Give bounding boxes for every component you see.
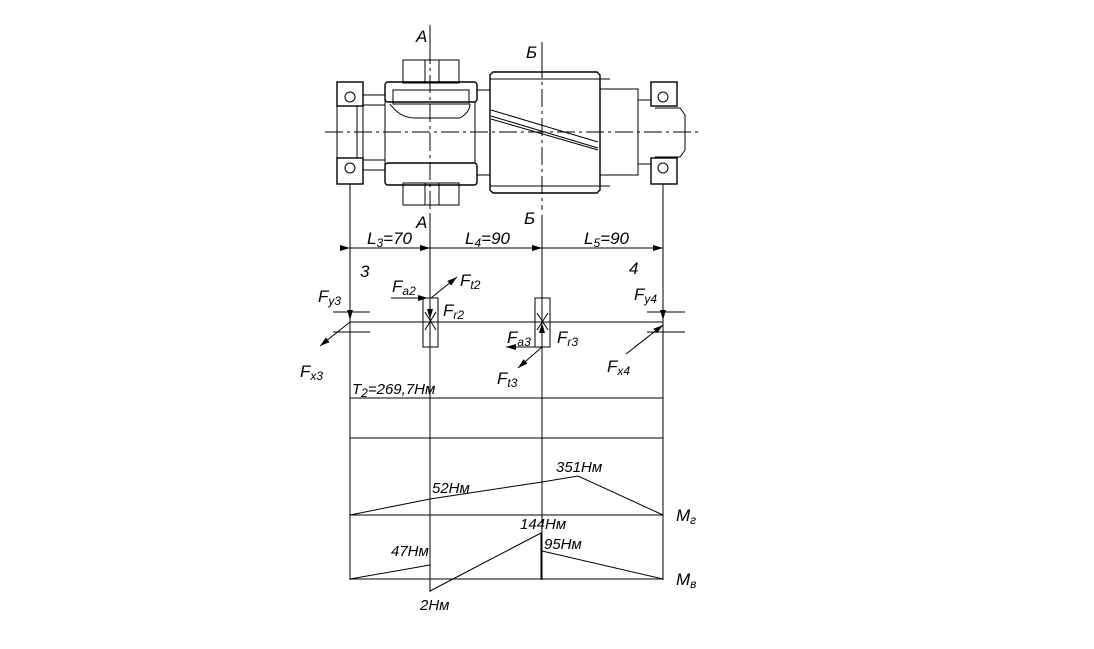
force-fy3-label: Fy3 xyxy=(318,287,341,308)
force-fx4-label: Fx4 xyxy=(607,357,630,378)
force-fr3-label: Fr3 xyxy=(557,328,578,349)
support-4-label: 4 xyxy=(629,259,638,278)
gear-wheel-section xyxy=(384,59,490,206)
mv-label: Мв xyxy=(676,570,696,591)
bending-moment-vertical: 47Нм 2Нм 144Нм 95Нм Мв xyxy=(349,516,696,614)
spacer-sleeve-top xyxy=(362,94,386,106)
right-bearing xyxy=(650,81,686,185)
mv-value-2: 2Нм xyxy=(419,597,449,614)
helical-gear xyxy=(489,71,610,194)
section-a-bottom-label: A xyxy=(415,213,427,232)
left-bearing xyxy=(336,81,364,185)
force-ft2-label: Ft2 xyxy=(460,271,481,292)
dimension-lines: L3=70 L4=90 L5=90 xyxy=(340,229,663,251)
shaft-assembly-drawing: A Б A Б xyxy=(325,25,700,232)
support-3-label: 3 xyxy=(360,262,370,281)
force-fa2-label: Fa2 xyxy=(392,277,416,298)
torque-diagram: T2=269,7Нм xyxy=(349,381,664,439)
force-fr2-label: Fr2 xyxy=(443,301,464,322)
shaft-step xyxy=(599,88,639,176)
section-a-top-label: A xyxy=(415,27,427,46)
section-b-top-label: Б xyxy=(526,43,537,62)
mv-value-47: 47Нм xyxy=(391,543,429,560)
mv-value-95: 95Нм xyxy=(544,536,582,553)
mg-value-52: 52Нм xyxy=(432,480,470,497)
torque-label: T2=269,7Нм xyxy=(352,381,435,400)
force-fy4-label: Fy4 xyxy=(634,285,657,306)
mv-value-144: 144Нм xyxy=(520,516,566,533)
force-ft3-label: Ft3 xyxy=(497,369,518,390)
key xyxy=(392,89,470,105)
dimension-l5: L5=90 xyxy=(584,229,630,250)
dimension-l4: L4=90 xyxy=(465,229,511,250)
dimension-l3: L3=70 xyxy=(367,229,413,250)
force-scheme: 3 4 Fy3 Fx3 Fa2 Ft2 Fr2 Fa3 Fr3 Ft3 Fy4 … xyxy=(300,259,685,390)
force-fa3-label: Fa3 xyxy=(507,328,531,349)
bending-moment-horizontal: 52Нм 351Нм Мг xyxy=(349,459,696,527)
spacer-sleeve-bottom xyxy=(362,159,386,171)
mg-value-351: 351Нм xyxy=(556,459,602,476)
force-fx3-label: Fx3 xyxy=(300,362,323,383)
mg-label: Мг xyxy=(676,506,696,527)
section-b-bottom-label: Б xyxy=(524,209,535,228)
